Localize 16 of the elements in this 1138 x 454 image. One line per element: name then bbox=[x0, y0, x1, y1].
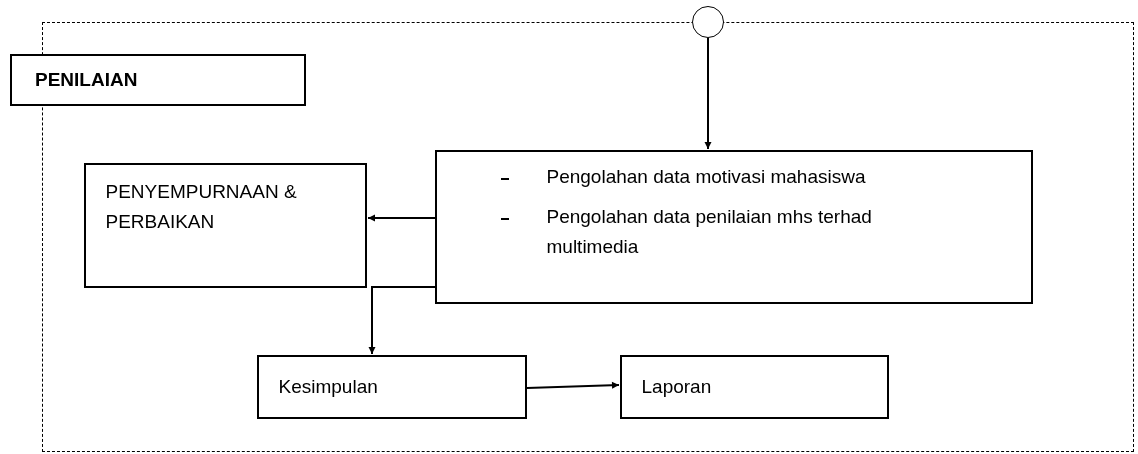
box-label: PENYEMPURNAAN & PERBAIKAN bbox=[105, 179, 298, 234]
heading-label: PENILAIAN bbox=[35, 68, 139, 92]
arrow bbox=[526, 381, 620, 389]
arrow bbox=[368, 286, 436, 355]
arrow bbox=[704, 37, 712, 150]
heading-box bbox=[10, 54, 306, 106]
box-label: Laporan bbox=[641, 374, 713, 399]
start-circle bbox=[692, 6, 724, 38]
process-box bbox=[256, 354, 527, 419]
list-item-text: Pengolahan data penilaian mhs terhad multimedia bbox=[546, 204, 873, 259]
arrow bbox=[367, 214, 436, 222]
process-box bbox=[434, 149, 1033, 304]
process-box bbox=[83, 162, 367, 288]
process-box bbox=[619, 354, 889, 419]
list-item-text: Pengolahan data motivasi mahasiswa bbox=[546, 164, 867, 189]
box-label: Kesimpulan bbox=[278, 374, 379, 399]
